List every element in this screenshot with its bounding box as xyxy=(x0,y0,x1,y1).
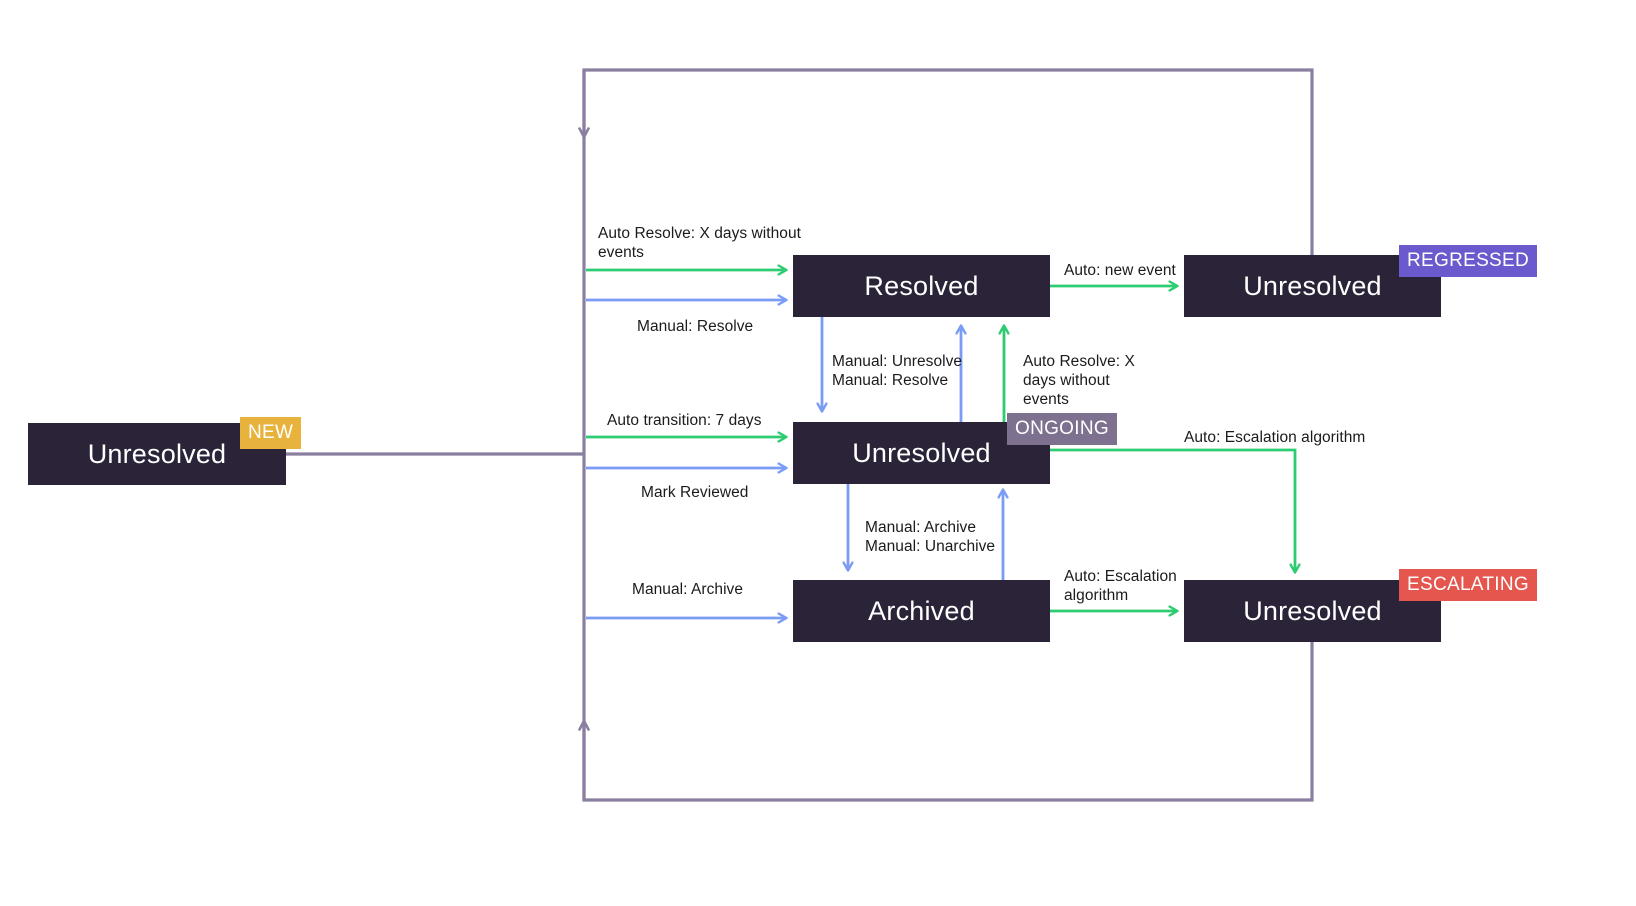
edge-label-manual-archive-unarchive: Manual: Archive Manual: Unarchive xyxy=(865,519,996,555)
edge-label-auto-resolve-x-days: Auto Resolve: X days without events xyxy=(598,225,802,261)
edge-label-manual-archive: Manual: Archive xyxy=(632,581,744,598)
status-badge-new: NEW xyxy=(240,417,302,449)
node-regressed-unresolved[interactable]: Unresolved xyxy=(1184,255,1441,317)
edge-label-auto-escalation-bottom: Auto: Escalation algorithm xyxy=(1064,568,1177,604)
status-badge-escalating: ESCALATING xyxy=(1399,569,1537,601)
edge-escalating-loop-bottom xyxy=(578,642,1314,802)
edge-label-mark-reviewed: Mark Reviewed xyxy=(641,484,749,501)
edge-label-manual-unresolve-resolve: Manual: Unresolve Manual: Resolve xyxy=(832,353,963,389)
edge-label-auto-new-event: Auto: new event xyxy=(1064,262,1176,279)
node-escalating-unresolved[interactable]: Unresolved xyxy=(1184,580,1441,642)
status-badge-regressed: REGRESSED xyxy=(1399,245,1538,277)
node-archived[interactable]: Archived xyxy=(793,580,1050,642)
edge-label-auto-resolve-x-days-2: Auto Resolve: X days without events xyxy=(1023,353,1135,408)
edge-label-auto-escalation-top: Auto: Escalation algorithm xyxy=(1184,429,1366,446)
status-badge-ongoing: ONGOING xyxy=(1007,413,1117,445)
node-resolved[interactable]: Resolved xyxy=(793,255,1050,317)
edge-new-to-spine xyxy=(286,70,586,800)
edge-label-auto-transition-7-days: Auto transition: 7 days xyxy=(607,412,762,429)
edge-label-manual-resolve: Manual: Resolve xyxy=(637,318,754,335)
node-new-unresolved[interactable]: Unresolved xyxy=(28,423,286,485)
edge-ongoing-to-escalating xyxy=(1050,448,1295,572)
